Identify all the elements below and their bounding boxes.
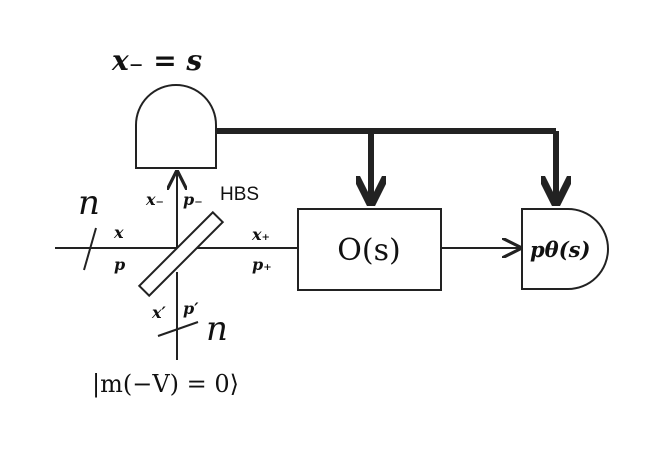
plus-x-label: x₊	[251, 225, 270, 244]
n-bottom-label: n	[206, 309, 228, 349]
detector-top-label: x₋ = s	[111, 44, 202, 77]
n-left-label: n	[78, 183, 100, 223]
aux-x-label: x′	[151, 303, 167, 322]
input-slash	[83, 227, 97, 271]
top-detector	[135, 84, 217, 169]
vacuum-state-label: |m(−V) = 0⟩	[92, 370, 239, 399]
operator-box	[297, 208, 442, 291]
final-detector-label: pθ(s)	[530, 237, 590, 262]
operator-label: O(s)	[337, 233, 400, 268]
hbs-label: HBS	[220, 184, 259, 205]
final-detector	[521, 208, 609, 290]
minus-p-label: p₋	[183, 190, 203, 209]
input-p-label: p	[114, 255, 125, 274]
plus-p-label: p₊	[252, 255, 272, 274]
input-x-label: x	[113, 223, 124, 242]
aux-p-label: p′	[183, 299, 199, 318]
aux-slash	[157, 321, 199, 337]
beam-splitter	[137, 210, 225, 298]
minus-x-label: x₋	[145, 190, 164, 209]
